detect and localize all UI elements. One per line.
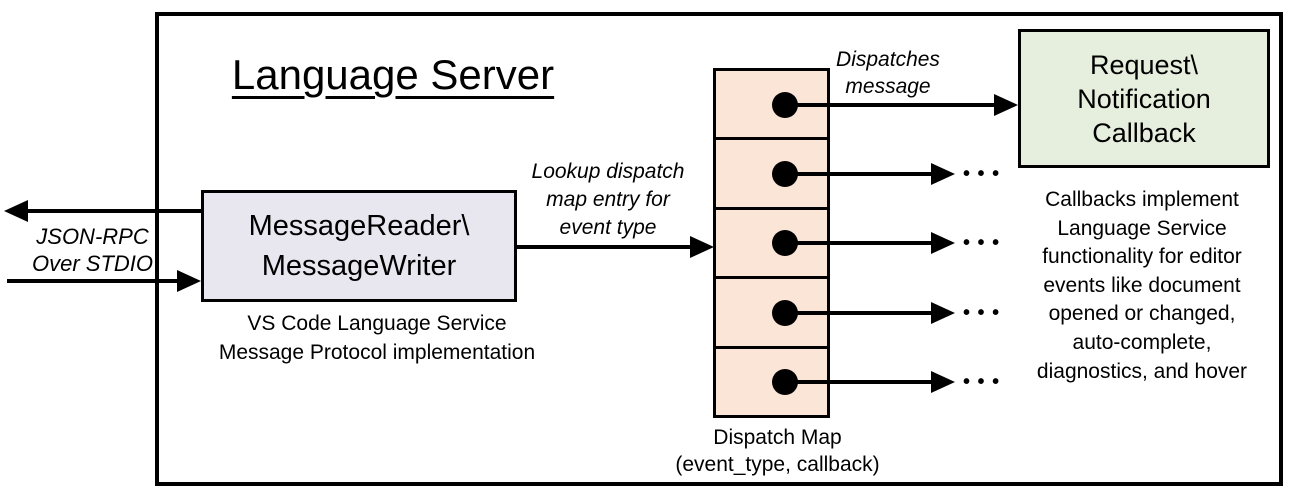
dispatches-label-line2: message <box>845 75 931 98</box>
message-box-line1: MessageReader\ <box>248 210 470 242</box>
request-notification-callback-box: Request\ Notification Callback <box>1018 29 1270 168</box>
message-reader-writer-box: MessageReader\ MessageWriter <box>201 190 517 302</box>
dispatch-map-cell-3 <box>716 206 827 276</box>
callbacks-note-line1: Callbacks implement <box>1045 188 1239 211</box>
callbacks-note-line6: auto-complete, <box>1072 330 1212 354</box>
callbacks-note-line5: opened or changed, <box>1048 302 1236 326</box>
ellipsis-icon: • • • <box>963 301 1001 324</box>
dispatch-map-cell-4 <box>716 276 827 345</box>
dispatch-map-cell-5 <box>716 345 827 415</box>
dispatches-message-label: Dispatches message <box>808 46 968 100</box>
json-rpc-label-line1: JSON-RPC <box>36 224 149 249</box>
dispatch-map <box>713 68 830 418</box>
callbacks-note-line2: Language Service <box>1057 216 1227 240</box>
message-box-caption-line2: Message Protocol implementation <box>218 341 536 364</box>
callback-box-line1: Request\ <box>1089 49 1199 80</box>
dispatch-map-caption: Dispatch Map (event_type, callback) <box>645 424 910 478</box>
lookup-label-line3: event type <box>559 216 657 239</box>
callbacks-note-line7: diagnostics, and hover <box>1036 359 1248 383</box>
lookup-label-line2: map entry for <box>546 188 670 211</box>
lookup-label-line1: Lookup dispatch <box>531 160 685 183</box>
dispatch-map-caption-line1: Dispatch Map <box>713 426 842 449</box>
diagram-title: Language Server <box>231 51 555 98</box>
language-server-boundary <box>155 12 1283 486</box>
ellipsis-icon: • • • <box>963 162 1001 185</box>
message-box-caption-line1: VS Code Language Service <box>247 312 507 335</box>
ellipsis-icon: • • • <box>963 370 1001 393</box>
callback-box-line3: Callback <box>1092 117 1196 148</box>
message-box-line2: MessageWriter <box>261 250 457 282</box>
dispatches-label-line1: Dispatches <box>836 48 940 71</box>
dispatch-map-cell-2 <box>716 137 827 206</box>
dispatch-map-caption-line2: (event_type, callback) <box>675 453 880 476</box>
callbacks-note: Callbacks implement Language Service fun… <box>1008 186 1276 386</box>
json-rpc-label-line2: Over STDIO <box>31 251 153 276</box>
callback-box-line2: Notification <box>1077 83 1211 114</box>
message-box-caption: VS Code Language Service Message Protoco… <box>177 309 577 367</box>
json-rpc-label: JSON-RPC Over STDIO <box>15 223 170 277</box>
callbacks-note-line3: functionality for editor <box>1042 245 1242 269</box>
callbacks-note-line4: events like document <box>1043 273 1241 297</box>
lookup-dispatch-label: Lookup dispatch map entry for event type <box>512 158 704 242</box>
arrowhead-left-icon <box>4 200 28 222</box>
ellipsis-icon: • • • <box>963 231 1001 254</box>
